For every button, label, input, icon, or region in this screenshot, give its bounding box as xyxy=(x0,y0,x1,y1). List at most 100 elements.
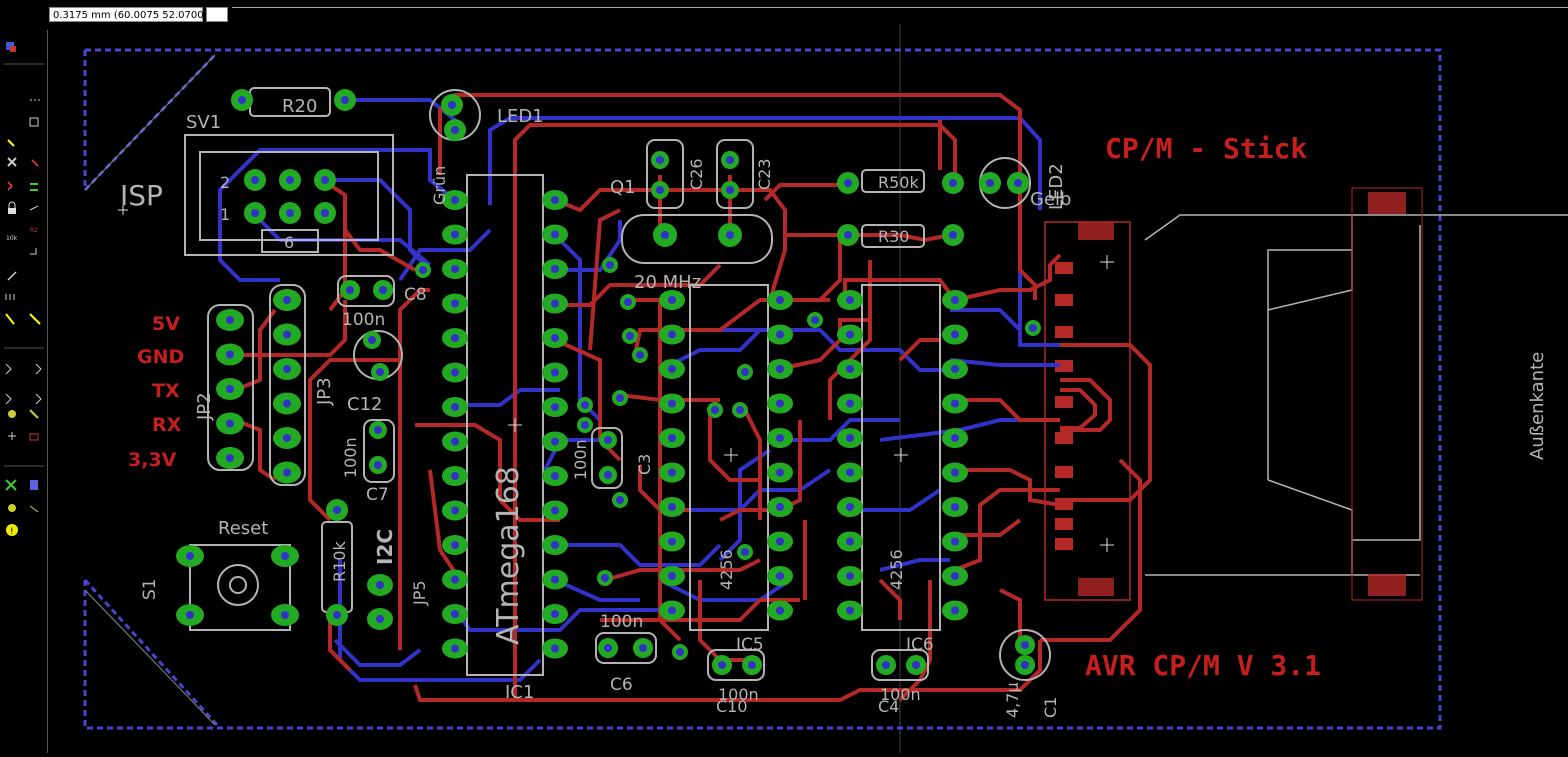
drill-hole xyxy=(346,286,354,294)
drc-icon[interactable]: ! xyxy=(6,524,18,537)
drill-hole xyxy=(238,96,246,104)
arc-icon[interactable] xyxy=(5,393,42,405)
add-icon[interactable] xyxy=(31,159,39,167)
label-c26: C26 xyxy=(687,158,706,190)
label-freq: 20 MHz xyxy=(634,272,701,293)
drill-hole xyxy=(604,436,612,444)
drill-hole xyxy=(379,286,387,294)
coordinate-display: 0.3175 mm (60.0075 52.0700) xyxy=(49,7,208,22)
drill-hole xyxy=(451,644,459,653)
bottom-copper-traces xyxy=(218,98,1060,682)
drill-hole xyxy=(551,368,559,377)
copy-icon[interactable] xyxy=(29,117,39,127)
optimize-icon[interactable]: 10k xyxy=(6,235,18,242)
rect-icon[interactable] xyxy=(8,409,39,419)
silkscreen-labels: CP/M - Stick AVR CP/M V 3.1 ISP SV1 2 1 … xyxy=(120,96,1548,718)
drill-hole xyxy=(451,403,459,411)
drill-hole xyxy=(668,503,676,511)
drill-hole xyxy=(951,468,959,477)
wire-icon[interactable] xyxy=(7,271,17,281)
sd-pad-left-bottom xyxy=(1078,578,1114,596)
pcb-board-canvas[interactable]: CP/M - Stick AVR CP/M V 3.1 ISP SV1 2 1 … xyxy=(49,24,1568,753)
drill-hole xyxy=(281,611,289,619)
label-i2c: I2C xyxy=(373,529,397,565)
drill-hole xyxy=(726,231,734,239)
drill-hole xyxy=(374,461,382,469)
drill-hole xyxy=(283,365,291,373)
drill-hole xyxy=(951,537,959,546)
drill-hole xyxy=(616,394,624,402)
pinswap-icon[interactable] xyxy=(7,181,13,191)
mirror-icon[interactable] xyxy=(7,139,15,147)
lock-icon[interactable] xyxy=(8,201,16,214)
ratsnest-icon[interactable] xyxy=(30,480,38,490)
auto-icon[interactable] xyxy=(8,504,39,513)
sd-pad-top xyxy=(1368,192,1406,214)
route-icon[interactable]: R2 xyxy=(30,227,38,234)
drill-hole xyxy=(912,661,920,669)
label-c4: C4 xyxy=(878,697,899,716)
drill-hole xyxy=(604,471,612,479)
via-icon[interactable] xyxy=(5,313,41,325)
drill-hole xyxy=(551,610,559,618)
drill-hole xyxy=(368,336,376,344)
drill-hole xyxy=(451,126,459,134)
drill-hole xyxy=(1021,661,1029,669)
drill-hole xyxy=(286,176,294,184)
hole-icon[interactable] xyxy=(5,479,17,491)
delete-icon[interactable] xyxy=(7,157,17,167)
sd-pad-bottom xyxy=(1368,574,1406,596)
silkscreen-outlines xyxy=(184,87,1051,681)
label-r20: R20 xyxy=(282,96,317,117)
layer-display-icon[interactable] xyxy=(6,42,16,52)
text-icon[interactable] xyxy=(5,294,15,300)
drill-hole xyxy=(226,385,234,393)
label-c23: C23 xyxy=(755,158,774,190)
drill-hole xyxy=(741,368,749,376)
drill-hole xyxy=(1029,324,1037,332)
sd-socket-tabs xyxy=(1351,187,1423,601)
drill-hole xyxy=(283,434,291,442)
drill-hole xyxy=(951,296,959,304)
replace-icon[interactable] xyxy=(30,183,38,191)
label-r50k: R50k xyxy=(878,173,919,192)
drill-hole xyxy=(321,209,329,217)
drill-hole xyxy=(668,468,676,477)
circle-icon[interactable] xyxy=(5,363,42,375)
label-isp: ISP xyxy=(120,179,163,212)
command-line-input[interactable] xyxy=(232,7,1568,22)
drill-hole xyxy=(226,316,234,324)
polygon-icon[interactable] xyxy=(8,432,39,441)
label-pin6: 6 xyxy=(284,233,294,252)
drill-hole xyxy=(581,401,589,409)
drill-hole xyxy=(951,606,959,615)
drill-hole xyxy=(668,537,676,546)
command-mode-field[interactable] xyxy=(206,7,228,22)
drill-hole xyxy=(951,503,959,511)
drill-hole xyxy=(601,574,609,582)
label-s1: S1 xyxy=(140,578,160,600)
drill-hole xyxy=(951,572,959,580)
drill-hole xyxy=(451,334,459,342)
drill-hole xyxy=(376,368,384,376)
drill-hole xyxy=(451,196,459,204)
drill-hole xyxy=(186,611,194,619)
label-c7-value: 100n xyxy=(341,437,360,478)
drill-hole xyxy=(846,503,854,511)
ripup-icon[interactable] xyxy=(30,248,37,255)
drill-hole xyxy=(846,296,854,304)
drill-hole xyxy=(581,421,589,429)
drill-hole xyxy=(1014,179,1022,187)
label-c3-value: 100n xyxy=(571,439,590,480)
label-gruen: Grün xyxy=(430,166,449,205)
drill-hole xyxy=(226,350,234,359)
drill-hole xyxy=(604,644,612,652)
drill-hole xyxy=(551,575,559,584)
svg-text:R2: R2 xyxy=(30,227,38,234)
label-c7: C7 xyxy=(366,485,389,505)
drill-hole xyxy=(776,399,784,408)
drill-hole xyxy=(846,365,854,373)
split-icon[interactable] xyxy=(29,205,39,211)
drill-hole xyxy=(376,615,384,623)
drill-hole xyxy=(846,330,854,339)
